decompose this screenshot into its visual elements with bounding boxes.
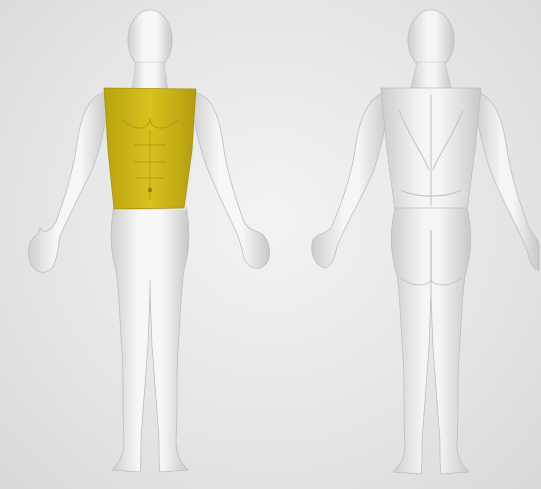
front-legs[interactable] bbox=[111, 205, 189, 472]
front-left-arm[interactable] bbox=[192, 92, 270, 268]
front-right-arm[interactable] bbox=[28, 92, 108, 272]
back-neck[interactable] bbox=[411, 62, 451, 88]
back-body-svg bbox=[271, 0, 541, 489]
back-body-figure[interactable] bbox=[271, 0, 541, 489]
back-head[interactable] bbox=[408, 10, 454, 70]
back-right-arm[interactable] bbox=[475, 92, 539, 270]
back-left-arm[interactable] bbox=[312, 92, 389, 268]
front-body-figure[interactable] bbox=[0, 0, 270, 489]
front-body-svg bbox=[0, 0, 270, 489]
navel bbox=[148, 188, 152, 193]
front-neck[interactable] bbox=[132, 62, 168, 90]
front-head[interactable] bbox=[128, 10, 172, 70]
